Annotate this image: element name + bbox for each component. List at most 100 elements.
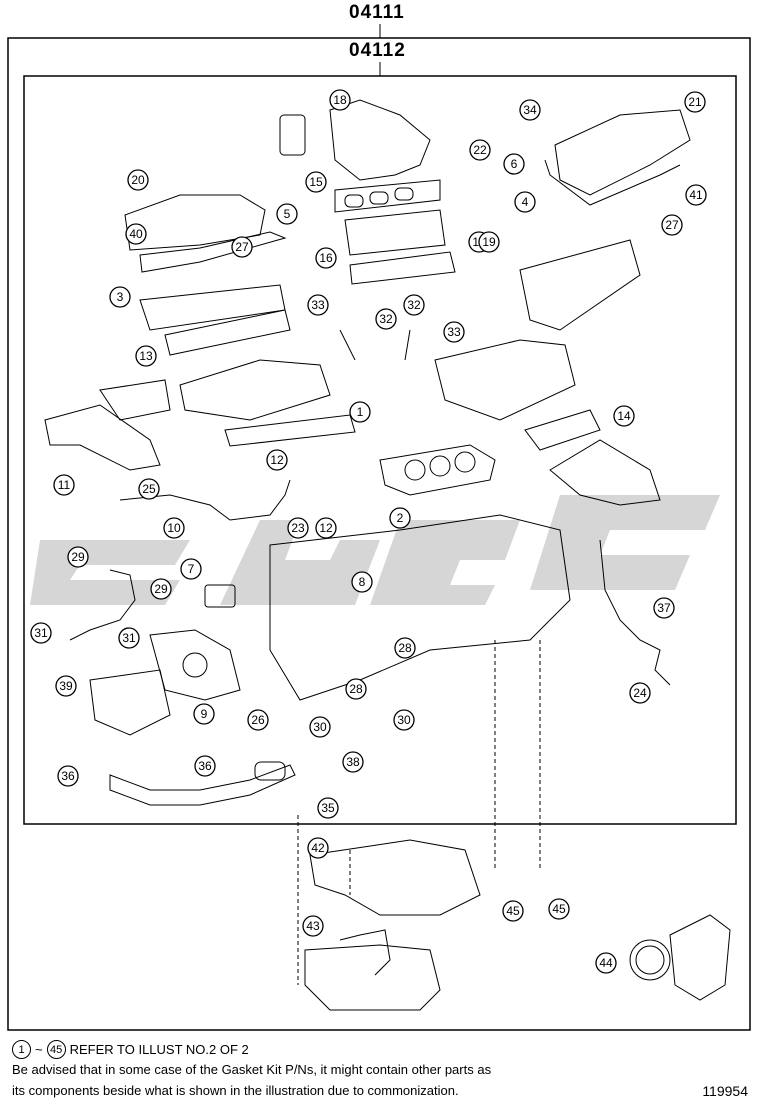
exhaust-manifold-left	[99, 379, 171, 421]
engine-block	[269, 514, 571, 701]
cylinder-head-right	[434, 339, 576, 421]
callout-circle	[307, 837, 329, 859]
throttle-body	[279, 114, 306, 156]
callout-circle	[315, 517, 337, 539]
callout-circle	[661, 214, 683, 236]
figure-number: 119954	[702, 1083, 748, 1099]
range-tilde: ~	[35, 1042, 43, 1057]
callout-circle	[302, 915, 324, 937]
callout-label: 32	[407, 298, 421, 312]
oil-pan-lower	[304, 944, 441, 1011]
callout-circle	[653, 597, 675, 619]
kit-number: 04111	[349, 2, 405, 23]
callout-label: 33	[311, 298, 325, 312]
callout-circle	[231, 236, 253, 258]
callout-label: 27	[235, 240, 249, 254]
callout-label: 20	[131, 173, 145, 187]
intake-plenum	[329, 99, 431, 181]
callout-label: 18	[333, 93, 347, 107]
refer-note: 1 ~ 45 REFER TO ILLUST NO.2 OF 2	[12, 1040, 249, 1059]
exhaust-pipe-left	[44, 404, 161, 471]
callout-label: 30	[313, 720, 327, 734]
head-gasket-2	[379, 444, 496, 496]
callout-circle	[138, 478, 160, 500]
oil-pan-upper	[309, 839, 481, 916]
callout-circle	[150, 578, 172, 600]
callout-label: 43	[306, 919, 320, 933]
callout-label: 36	[61, 769, 75, 783]
callout-label: 10	[167, 521, 181, 535]
callout-label: 19	[482, 235, 496, 249]
cylinder-head-left	[179, 359, 331, 421]
callout-circle	[613, 405, 635, 427]
callout-circle	[684, 91, 706, 113]
callout-label: 31	[34, 626, 48, 640]
water-pump	[89, 669, 171, 736]
callout-circle	[135, 345, 157, 367]
callout-label: 36	[198, 759, 212, 773]
callout-label: 12	[270, 453, 284, 467]
exhaust-manifold-right	[524, 409, 601, 451]
callout-circle	[53, 474, 75, 496]
range-end-badge: 45	[46, 1040, 66, 1059]
callout-circle	[193, 703, 215, 725]
callout-circle	[393, 709, 415, 731]
callout-label: 34	[523, 103, 537, 117]
intake-gasket-upper	[334, 179, 441, 213]
cam-cover-right	[554, 109, 691, 196]
callout-label: 33	[447, 325, 461, 339]
callout-label: 40	[129, 227, 143, 241]
callout-circle	[478, 231, 500, 253]
gasket-7	[204, 584, 236, 608]
callout-circle	[305, 171, 327, 193]
callout-label: 2	[397, 511, 404, 525]
callout-label: 42	[311, 841, 325, 855]
callout-label: 32	[379, 312, 393, 326]
callout-label: 45	[552, 902, 566, 916]
callout-circle	[403, 294, 425, 316]
callout-circle	[329, 89, 351, 111]
callout-label: 3	[117, 290, 124, 304]
callout-label: 21	[688, 95, 702, 109]
callout-circle	[109, 286, 131, 308]
callout-label: 29	[154, 582, 168, 596]
callout-group: 1234567891011121213141516171819202122232…	[30, 89, 707, 974]
callout-label: 28	[349, 682, 363, 696]
callout-label: 24	[633, 686, 647, 700]
range-start-badge: 1	[12, 1040, 31, 1059]
cam-housing-left	[139, 284, 286, 331]
callout-circle	[514, 191, 536, 213]
callout-label: 30	[397, 713, 411, 727]
callout-label: 37	[657, 601, 671, 615]
callout-label: 16	[319, 251, 333, 265]
part-sketches	[44, 99, 731, 1011]
callout-circle	[125, 223, 147, 245]
range-text: REFER TO ILLUST NO.2 OF 2	[69, 1042, 249, 1057]
callout-circle	[469, 139, 491, 161]
callout-label: 12	[319, 521, 333, 535]
callout-circle	[548, 898, 570, 920]
callout-circle	[315, 247, 337, 269]
callout-label: 4	[522, 195, 529, 209]
callout-circle	[180, 558, 202, 580]
callout-circle	[163, 517, 185, 539]
callout-circle	[67, 546, 89, 568]
callout-label: 5	[284, 207, 291, 221]
hose	[599, 539, 671, 686]
rear-seal-retainer	[669, 914, 731, 1001]
callout-label: 45	[506, 904, 520, 918]
callout-circle	[503, 153, 525, 175]
callout-label: 6	[511, 157, 518, 171]
callout-label: 1	[357, 405, 364, 419]
callout-label: 23	[291, 521, 305, 535]
callout-circle	[394, 637, 416, 659]
front-pipe	[109, 764, 296, 806]
callout-circle	[266, 449, 288, 471]
inner-frame	[23, 75, 737, 825]
oil-tube	[69, 569, 136, 641]
oil-strainer	[339, 929, 391, 976]
callout-label: 11	[58, 478, 71, 492]
advisory-line-2: its components beside what is shown in t…	[12, 1083, 459, 1098]
cam-cover-left	[124, 194, 266, 251]
callout-label: 28	[398, 641, 412, 655]
